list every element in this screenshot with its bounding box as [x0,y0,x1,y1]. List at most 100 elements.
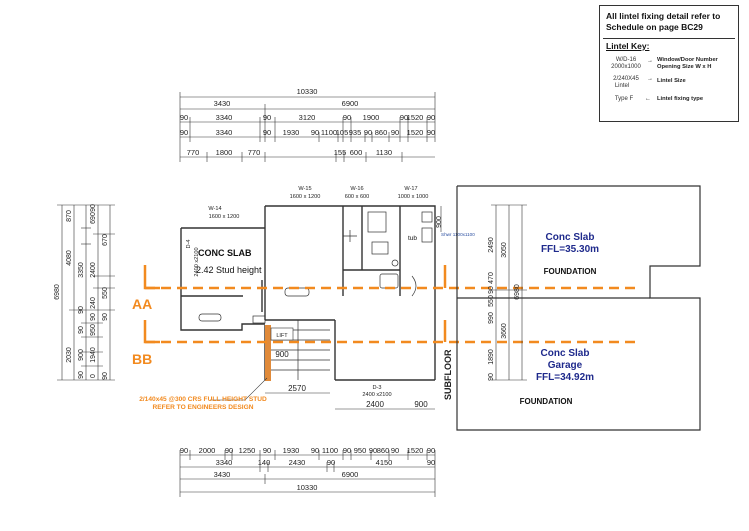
lift-label: LIFT [276,333,288,339]
top-dim-row3-2: 90 [263,128,271,137]
top-dim-row4-3: 155 [334,148,347,157]
bottom-dim-row1-1: 6900 [342,470,359,479]
right-dim-total: 6980 [514,284,521,300]
window-w14-label: W-14 [208,206,221,212]
top-dim-row3-8: 90 [364,128,372,137]
top-dim-row2-6: 90 [400,113,408,122]
bottom-dim-row1-0: 3430 [214,470,231,479]
top-dim-row3-10: 90 [391,128,399,137]
dim-2400: 2400 [366,400,384,409]
bottom-dim-row2-2: 2430 [289,458,306,467]
bottom-dim-row2-0: 3340 [216,458,233,467]
key-arrow-2: → [647,76,653,82]
key-window-desc-2: Opening Size W x H [657,64,712,70]
left-dim-upper-2: 870 [66,210,73,222]
key-window-size: 2000x1000 [611,64,641,70]
right-dim-lower-1: 1890 [488,349,495,365]
left-dim-upper-8: 550 [102,287,109,299]
top-dim-total: 10330 [297,87,318,96]
top-dim-row3-7: 935 [349,128,362,137]
stud-height-label: 2.42 Stud height [196,265,262,275]
top-dim-row4-0: 770 [187,148,200,157]
top-dim-row3-0: 90 [180,128,188,137]
bottom-dim-row3-1: 2000 [199,446,216,455]
window-w16-label: W-16 [350,186,363,192]
key-arrow-3: ← [645,96,651,102]
room-slab-label: CONC SLAB [198,248,252,258]
foundation-outline [456,185,701,431]
left-dim-upper-1: 3350 [78,262,85,278]
key-fixing-desc: Lintel fixing type [657,96,704,102]
window-w17-size: 1000 x 1000 [398,194,429,200]
right-dim-upper-1: 3050 [501,242,508,258]
lintel-key-box: All lintel fixing detail refer to Schedu… [599,5,739,122]
left-dim-upper-5: 670 [102,234,109,246]
lintel-key-heading: Lintel Key: [606,41,650,51]
dim-900-vertical: 900 [436,216,443,228]
lower-foundation-label: FOUNDATION [520,397,573,406]
left-dim-upper-7: 240 [90,297,97,309]
top-dim-row3-6: 105 [336,128,349,137]
top-dim-row4-1: 1800 [216,148,233,157]
section-lines [143,265,640,344]
bottom-dim-row2-4: 4150 [376,458,393,467]
top-dim-row2-4: 90 [343,113,351,122]
top-dim-row2-1: 3340 [216,113,233,122]
key-lintel-size-desc: Lintel Size [657,78,686,84]
bottom-dim-total: 10330 [297,483,318,492]
key-fixing-ref: Type F [614,96,634,102]
bottom-dimension-chains [179,450,436,497]
window-w14-size: 1600 x 1200 [209,214,240,220]
window-w15-size: 1600 x 1200 [290,194,321,200]
right-dim-upper-4: 550 [488,295,495,307]
left-dim-upper-4: 90 [90,204,97,212]
dim-900-stair: 900 [275,350,289,359]
left-dim-upper-6: 2400 [90,262,97,278]
window-w16-size: 600 x 600 [345,194,370,200]
left-dim-lower-5: 90 [78,326,85,334]
right-dimension-chains [491,204,527,381]
top-dim-row4-4: 600 [350,148,363,157]
top-dim-row3-5: 1100 [321,128,337,137]
lift-box [270,327,294,341]
top-dim-row1-1: 6900 [342,99,359,108]
interior-fittings [198,211,433,380]
right-dim-upper-0: 2490 [488,237,495,253]
lintel-note-title: All lintel fixing detail refer to Schedu… [606,11,721,32]
bottom-dim-row3-2: 90 [225,446,233,455]
bottom-dim-row3-9: 950 [354,446,367,455]
dim-900-right: 900 [414,400,428,409]
left-dim-lower-3: 90 [102,372,109,380]
top-dim-row2-2: 90 [263,113,271,122]
door-d3-size: 2400 x2100 [362,392,391,398]
bottom-dim-row2-1: 140 [258,458,271,467]
garage-slab-ffl: FFL=34.92m [536,372,594,383]
left-dimension-chains [57,204,115,381]
top-dim-row4-5: 1130 [376,148,392,157]
bottom-dim-row3-10: 90 [369,446,377,455]
left-dim-upper-9: 90 [78,306,85,314]
bottom-dim-row2-3: 90 [327,458,335,467]
left-dim-upper-3: 690 [90,212,97,224]
window-w17-label: W-17 [404,186,417,192]
shower-label: Shwr 1100x1100 [441,232,475,237]
subfloor-label: SUBFLOOR [443,349,453,400]
top-dim-row3-12: 90 [427,128,435,137]
right-dim-upper-3: 90 [488,286,495,294]
bottom-dim-row3-5: 1930 [283,446,300,455]
top-dim-row3-11: 1520 [407,128,424,137]
right-dim-lower-2: 90 [488,373,495,381]
bottom-dim-row2-5: 90 [427,458,435,467]
stud-wall-marker [265,325,271,381]
section-aa-label: AA [132,296,152,312]
key-window-ref: W/D-16 [615,57,637,63]
left-dim-zero: 0 [90,374,97,378]
top-dim-row2-5: 1900 [363,113,380,122]
bottom-dim-row3-8: 90 [343,446,351,455]
top-dim-row3-3: 1930 [283,128,300,137]
right-dim-lower-0: 3660 [501,323,508,339]
left-dim-lower-4: 900 [78,349,85,361]
plan-dimension-lines [265,206,442,410]
building-walls [180,205,436,381]
